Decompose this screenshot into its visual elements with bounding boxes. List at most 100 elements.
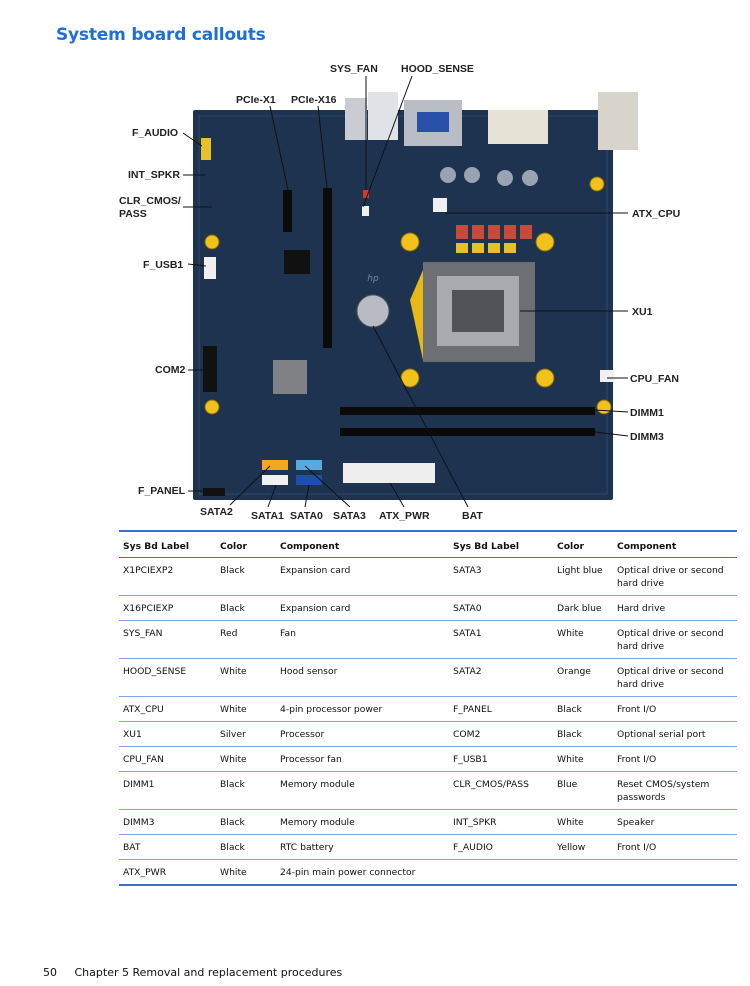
table-cell: 4-pin processor power (276, 696, 449, 722)
table-cell: Yellow (553, 834, 613, 860)
table-cell: Front I/O (613, 696, 737, 722)
callout-sata1: SATA1 (251, 510, 284, 522)
callout-sata2: SATA2 (200, 506, 233, 518)
table-cell: Optical drive or second hard drive (613, 620, 737, 659)
table-cell: Optional serial port (613, 721, 737, 747)
table-cell: Orange (553, 658, 613, 697)
callout-sata0: SATA0 (290, 510, 323, 522)
callout-pcie-x16: PCIe-X16 (291, 94, 337, 106)
table-cell: SATA1 (449, 620, 553, 659)
callout-dimm3: DIMM3 (630, 431, 664, 443)
table-header-cell: Sys Bd Label (119, 531, 216, 558)
callout-xu1: XU1 (632, 306, 653, 318)
table-cell: RTC battery (276, 834, 449, 860)
table-cell: Speaker (613, 809, 737, 835)
table-cell: Optical drive or second hard drive (613, 658, 737, 697)
callout-sys-fan: SYS_FAN (330, 63, 378, 75)
table-header-cell: Component (276, 531, 449, 558)
table-cell: Black (216, 771, 276, 810)
callout-atx-pwr: ATX_PWR (379, 510, 430, 522)
table-cell: SATA2 (449, 658, 553, 697)
page-footer: 50 Chapter 5 Removal and replacement pro… (43, 966, 342, 979)
table-cell (553, 860, 613, 886)
table-cell: F_PANEL (449, 696, 553, 722)
table-cell: Front I/O (613, 834, 737, 860)
table-cell: SATA3 (449, 557, 553, 596)
table-cell: HOOD_SENSE (119, 658, 216, 697)
table-cell: INT_SPKR (449, 809, 553, 835)
page-title: System board callouts (56, 25, 266, 45)
callout-int-spkr: INT_SPKR (128, 169, 180, 181)
table-cell: White (216, 696, 276, 722)
table-header-cell: Component (613, 531, 737, 558)
table-cell: Black (553, 721, 613, 747)
table-cell: Hard drive (613, 595, 737, 621)
callout-com2: COM2 (155, 364, 185, 376)
callout-f-usb1: F_USB1 (143, 259, 183, 271)
table-cell: ATX_PWR (123, 867, 167, 878)
callout-clr-cmos-line2: PASS (119, 208, 147, 220)
callout-sata3: SATA3 (333, 510, 366, 522)
callout-pcie-x1: PCIe-X1 (236, 94, 276, 106)
table-cell: XU1 (119, 721, 216, 747)
callout-bat: BAT (462, 510, 483, 522)
page-number: 50 (43, 966, 57, 979)
table-cell: DIMM3 (119, 809, 216, 835)
table-cell: White (553, 620, 613, 659)
table-cell: Memory module (276, 771, 449, 810)
table-cell: Front I/O (613, 746, 737, 772)
system-board-figure: hp (119, 63, 680, 522)
table-cell: BAT (119, 834, 216, 860)
table-cell: Reset CMOS/system passwords (613, 771, 737, 810)
table-header-cell: Sys Bd Label (449, 531, 553, 558)
table-cell: Fan (276, 620, 449, 659)
table-cell: X16PCIEXP (119, 595, 216, 621)
table-cell: SATA0 (449, 595, 553, 621)
table-cell: F_USB1 (449, 746, 553, 772)
system-board-image: hp (193, 92, 638, 500)
table-cell: Processor fan (276, 746, 449, 772)
callout-dimm1: DIMM1 (630, 407, 664, 419)
table-cell: Black (216, 834, 276, 860)
callout-cpu-fan: CPU_FAN (630, 373, 679, 385)
table-header-cell: Color (553, 531, 613, 558)
table-header-row: Sys Bd Label Color Component Sys Bd Labe… (119, 531, 737, 558)
table-cell: 24-pin main power connector (280, 867, 416, 878)
svg-text:hp: hp (367, 274, 379, 284)
table-cell: Expansion card (276, 595, 449, 621)
table-cell (449, 860, 553, 886)
callout-hood-sense: HOOD_SENSE (401, 63, 474, 75)
table-cell: Expansion card (276, 557, 449, 596)
table-cell: Processor (276, 721, 449, 747)
table-cell: Blue (553, 771, 613, 810)
table-cell: Black (216, 595, 276, 621)
table-row: ATX_PWR White 24-pin main power connector (119, 860, 737, 886)
callout-clr-cmos-line1: CLR_CMOS/ (119, 195, 181, 207)
table-cell: White (553, 809, 613, 835)
table-cell: Red (216, 620, 276, 659)
table-cell: Black (553, 696, 613, 722)
table-cell: SYS_FAN (119, 620, 216, 659)
board-label-table: Sys Bd Label Color Component Sys Bd Labe… (119, 530, 737, 886)
callout-f-panel: F_PANEL (138, 485, 186, 497)
chapter-title: Chapter 5 Removal and replacement proced… (74, 966, 343, 979)
table-cell: White (220, 867, 247, 878)
table-cell: Black (216, 557, 276, 596)
table-cell: White (216, 746, 276, 772)
table-cell (613, 860, 737, 886)
callout-atx-cpu: ATX_CPU (632, 208, 680, 220)
table-cell: Black (216, 809, 276, 835)
callout-clr-cmos: CLR_CMOS/ PASS (119, 195, 184, 220)
table-cell: Hood sensor (276, 658, 449, 697)
table-cell: CPU_FAN (119, 746, 216, 772)
table-cell: White (553, 746, 613, 772)
